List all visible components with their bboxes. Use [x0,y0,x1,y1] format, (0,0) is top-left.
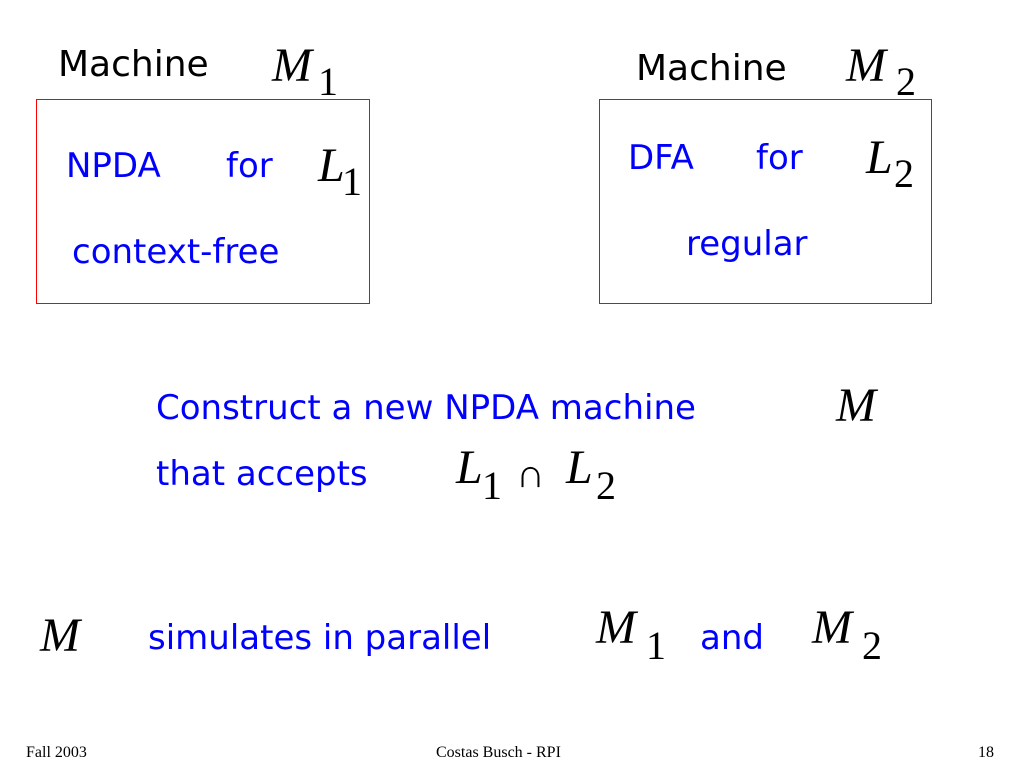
construct-line2: that accepts [156,454,368,494]
simulated-m2-sub: 2 [862,623,882,668]
machine1-type-label: NPDA [66,146,161,186]
expr-l2-sub: 2 [596,463,616,508]
simulated-m1-letter: M [596,601,636,654]
machine2-language-sub: 2 [894,151,914,196]
intersection-operator: ∩ [516,451,545,496]
machine2-type-label: DFA [628,138,694,178]
simulated-m1-sub: 1 [646,623,666,668]
expr-l1-letter: L [456,441,483,494]
simulates-text: simulates in parallel [148,618,492,658]
machine2-language-letter: L [866,131,893,184]
machine1-symbol-sub: 1 [318,59,338,104]
footer-page-number: 18 [978,744,994,761]
simulating-machine-symbol: M [40,609,80,662]
machine1-heading: Machine [58,44,209,85]
footer-date: Fall 2003 [26,744,87,761]
machine1-box [36,99,370,304]
machine2-box [599,99,932,304]
machine1-language-letter: L [318,139,345,192]
machine1-for-label: for [226,146,273,186]
machine1-symbol-letter: M [272,39,312,92]
expr-l1-sub: 1 [482,463,502,508]
machine1-language-sub: 1 [342,159,362,204]
machine2-symbol-sub: 2 [896,59,916,104]
machine2-symbol-letter: M [846,39,886,92]
machine1-language-class: context-free [72,232,280,272]
simulated-m2-letter: M [812,601,852,654]
construct-line1: Construct a new NPDA machine [156,388,696,428]
machine2-for-label: for [756,138,803,178]
construct-machine-symbol: M [836,379,876,432]
machine2-language-class: regular [686,224,808,264]
expr-l2-letter: L [566,441,593,494]
machine2-heading: Machine [636,48,787,89]
and-text: and [700,618,764,658]
footer-author: Costas Busch - RPI [436,744,561,761]
